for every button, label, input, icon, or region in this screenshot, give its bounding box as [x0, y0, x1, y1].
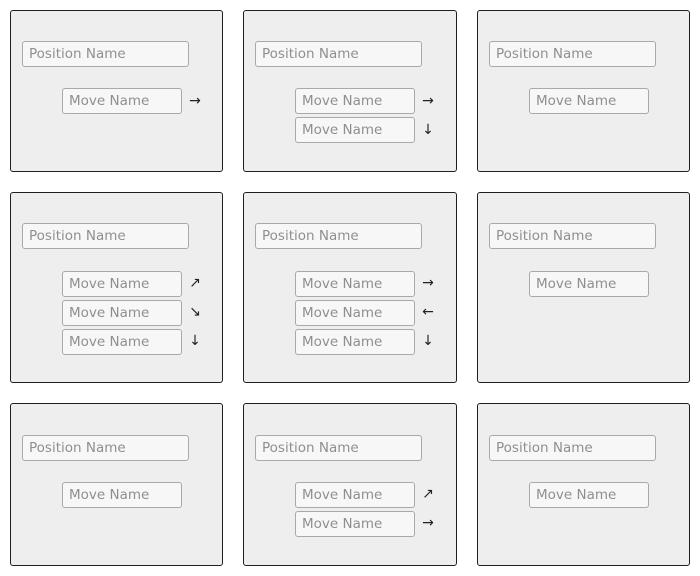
position-name-input[interactable] — [489, 435, 656, 461]
arrow-left-icon: ← — [422, 304, 434, 320]
position-name-input[interactable] — [255, 435, 422, 461]
arrow-down-right-icon: ↘ — [189, 304, 201, 320]
move-name-input[interactable] — [529, 88, 649, 114]
position-card: ↗ → — [243, 403, 457, 566]
arrow-right-icon: → — [422, 93, 434, 109]
arrow-down-icon: ↓ — [422, 333, 434, 349]
position-card: → — [10, 10, 223, 172]
position-name-input[interactable] — [255, 41, 422, 67]
position-card — [477, 403, 690, 566]
move-name-input[interactable] — [295, 329, 415, 355]
move-name-input[interactable] — [295, 482, 415, 508]
arrow-down-icon: ↓ — [189, 333, 201, 349]
arrow-up-right-icon: ↗ — [189, 275, 201, 291]
arrow-right-icon: → — [422, 275, 434, 291]
position-card: ↗ ↘ ↓ — [10, 192, 223, 383]
position-card — [477, 192, 690, 383]
move-name-input[interactable] — [295, 300, 415, 326]
arrow-down-icon: ↓ — [422, 122, 434, 138]
arrow-up-right-icon: ↗ — [422, 486, 434, 502]
position-card — [477, 10, 690, 172]
arrow-right-icon: → — [422, 515, 434, 531]
position-name-input[interactable] — [22, 223, 189, 249]
move-name-input[interactable] — [62, 329, 182, 355]
move-name-input[interactable] — [62, 300, 182, 326]
move-name-input[interactable] — [529, 271, 649, 297]
move-name-input[interactable] — [295, 88, 415, 114]
move-name-input[interactable] — [62, 271, 182, 297]
move-name-input[interactable] — [62, 88, 182, 114]
move-name-input[interactable] — [62, 482, 182, 508]
move-name-input[interactable] — [295, 117, 415, 143]
position-name-input[interactable] — [255, 223, 422, 249]
position-card: → ↓ — [243, 10, 457, 172]
position-name-input[interactable] — [489, 223, 656, 249]
move-name-input[interactable] — [295, 511, 415, 537]
arrow-right-icon: → — [189, 93, 201, 109]
position-card — [10, 403, 223, 566]
position-name-input[interactable] — [22, 435, 189, 461]
position-card: → ← ↓ — [243, 192, 457, 383]
move-name-input[interactable] — [529, 482, 649, 508]
move-name-input[interactable] — [295, 271, 415, 297]
position-name-input[interactable] — [22, 41, 189, 67]
position-name-input[interactable] — [489, 41, 656, 67]
